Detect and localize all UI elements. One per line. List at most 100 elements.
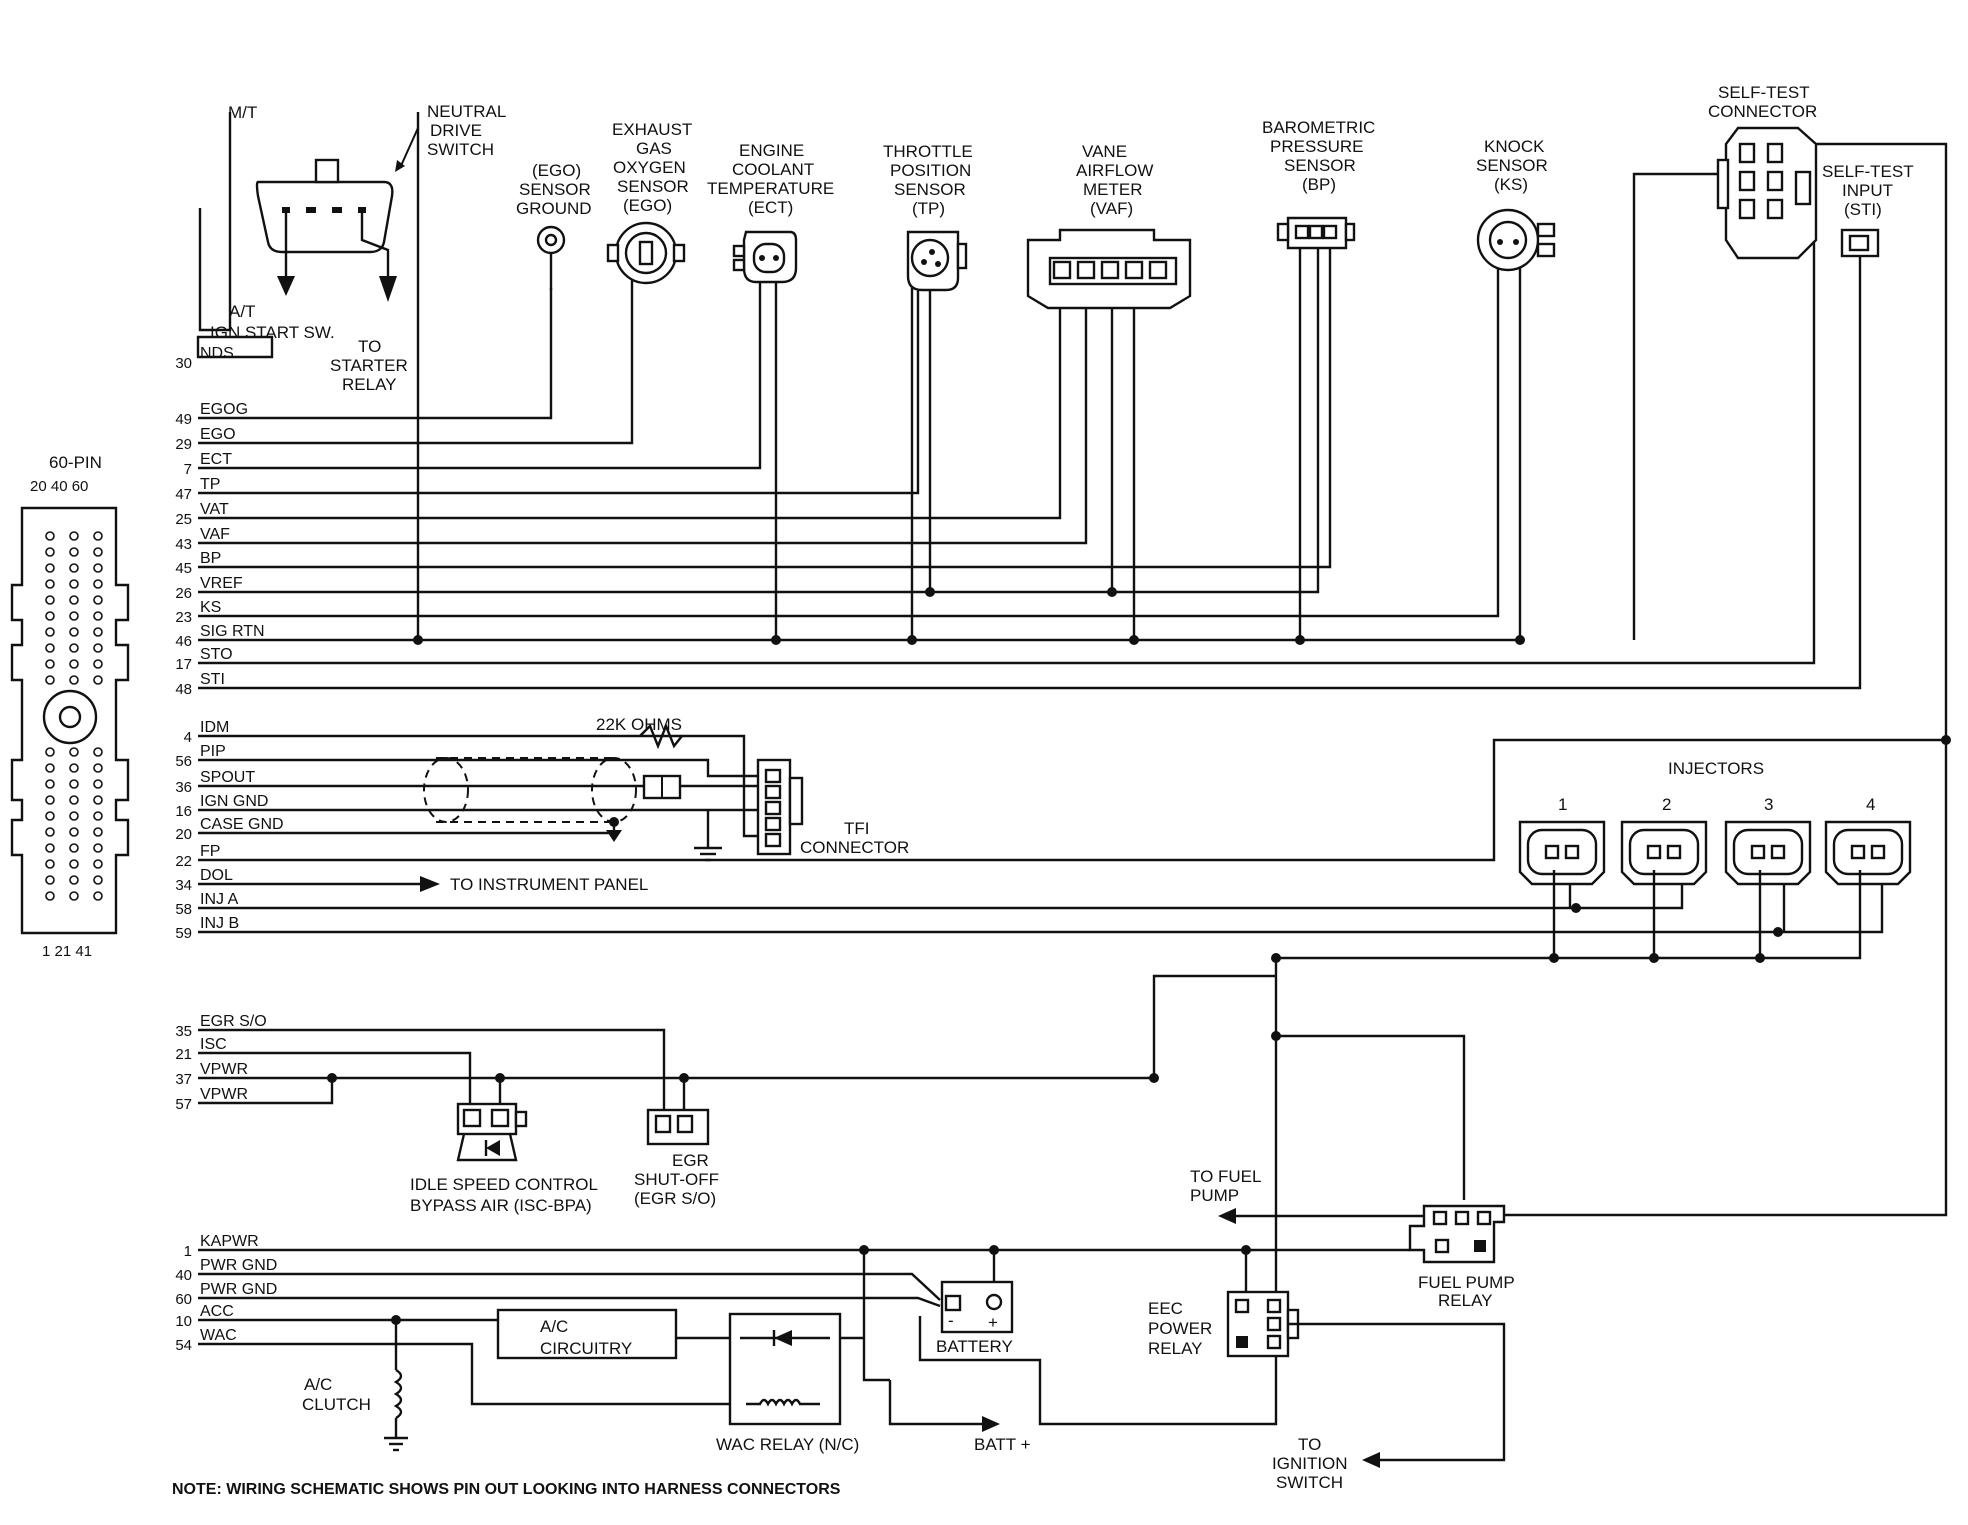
ecm-pin-hole <box>69 763 79 773</box>
ego-label-5: (EGO) <box>623 196 672 215</box>
to-ignition-label-3: SWITCH <box>1276 1473 1343 1492</box>
ecm-pin-hole <box>45 875 55 885</box>
pin-signal-name: VPWR <box>200 1061 248 1078</box>
ego-label-2: GAS <box>636 139 672 158</box>
ecm-pin-hole <box>69 875 79 885</box>
pin-number: 20 <box>175 826 192 843</box>
ecm-pin-rows: 30NDS49EGOG29EGO7ECT47TP25VAT43VAF45BP26… <box>175 345 283 1354</box>
ecm-pin-hole <box>93 843 103 853</box>
at-label-2: IGN START SW. <box>210 323 335 342</box>
injectors: INJECTORS 1 2 3 4 <box>1271 759 1912 963</box>
vaf-label-3: METER <box>1083 180 1143 199</box>
sig-rtn-wire <box>198 262 1522 642</box>
ecm-connector-body <box>10 506 130 935</box>
pin-signal-name: FP <box>200 843 220 860</box>
eec-relay-ground <box>918 1316 1278 1426</box>
fuel-relay-feed <box>1276 1034 1466 1200</box>
injector-terminal <box>1544 844 1560 860</box>
ecm-pin-hole <box>69 547 79 557</box>
sti-label-1: SELF-TEST <box>1822 162 1914 181</box>
pin-signal-name: SPOUT <box>200 769 255 786</box>
batt-plus-label: BATT + <box>974 1435 1031 1454</box>
ecm-top-pin-numbers: 20 40 60 <box>30 478 88 495</box>
ac-clutch-coil <box>393 1368 403 1420</box>
fp-wire <box>198 738 1946 862</box>
injector-1-label: 1 <box>1558 795 1567 814</box>
ecm-pin-hole <box>69 859 79 869</box>
ecm-pin-hole <box>45 891 55 901</box>
eec-relay-label-2: POWER <box>1148 1319 1212 1338</box>
ecm-pin-hole <box>93 579 103 589</box>
self-test-connector: SELF-TEST CONNECTOR SELF-TEST INPUT (STI… <box>1708 83 1914 260</box>
pin-number: 29 <box>175 436 192 453</box>
pin-signal-name: INJ B <box>200 915 239 932</box>
pin-number: 43 <box>175 536 192 553</box>
pin-number: 58 <box>175 901 192 918</box>
ecm-pin-hole <box>93 827 103 837</box>
power-wiring: - + BATTERY BATT + A/C CIRCUITRY A/C CLU… <box>198 958 1466 1454</box>
ecm-pin-hole <box>93 611 103 621</box>
starter-label-1: TO <box>358 337 381 356</box>
vat-wire <box>198 308 1062 520</box>
pin-number: 37 <box>175 1071 192 1088</box>
ecm-pin-hole <box>93 627 103 637</box>
tp-label-3: SENSOR <box>894 180 966 199</box>
injector-terminal <box>1850 844 1866 860</box>
sti-wire <box>198 250 1862 690</box>
pin-signal-name: PWR GND <box>200 1281 277 1298</box>
ecm-pin-hole <box>93 891 103 901</box>
to-ignition-wire <box>1288 1322 1506 1462</box>
ecm-pin-hole <box>45 859 55 869</box>
ecm-pin-hole <box>69 611 79 621</box>
bp-wire <box>198 248 1332 569</box>
ect-label-1: ENGINE <box>739 141 804 160</box>
pin-signal-name: KAPWR <box>200 1233 259 1250</box>
ecm-pin-hole <box>45 811 55 821</box>
pin-signal-name: SIG RTN <box>200 623 265 640</box>
ego-wire <box>198 275 634 445</box>
ac-clutch-label-1: A/C <box>304 1375 332 1394</box>
ac-circuitry <box>496 1308 678 1360</box>
sti-label-2: INPUT <box>1842 181 1893 200</box>
ecm-pin-holes <box>45 531 103 901</box>
pin-signal-name: INJ A <box>200 891 239 908</box>
ect-wire <box>198 282 762 470</box>
tp-label-2: POSITION <box>890 161 971 180</box>
injector-terminal <box>1750 844 1766 860</box>
eec-relay-label-3: RELAY <box>1148 1339 1203 1358</box>
pin-number: 25 <box>175 511 192 528</box>
pin-number: 22 <box>175 853 192 870</box>
vaf-meter: VANE AIRFLOW METER (VAF) <box>1026 142 1192 310</box>
ks-label-1: KNOCK <box>1484 137 1545 156</box>
pin-signal-name: NDS <box>200 345 234 362</box>
ecm-pin-hole <box>45 659 55 669</box>
ecm-pin-hole <box>69 795 79 805</box>
ecm-pin-hole <box>69 779 79 789</box>
resistor-label: 22K OHMS <box>596 715 682 734</box>
ecm-pin-hole <box>45 843 55 853</box>
ego-label-3: OXYGEN <box>613 158 686 177</box>
sig-rtn-stc-branch <box>1632 172 1720 640</box>
ego-label-1: EXHAUST <box>612 120 692 139</box>
ac-clutch-label-2: CLUTCH <box>302 1395 371 1414</box>
batt-plus-wire <box>888 1380 984 1426</box>
pin-number: 17 <box>175 656 192 673</box>
sto-wire <box>198 190 1816 665</box>
battery-label: BATTERY <box>936 1337 1013 1356</box>
pin-number: 1 <box>184 1243 192 1260</box>
ecm-pin-hole <box>45 579 55 589</box>
wac-relay-body <box>728 1312 842 1426</box>
ecm-center-bolt <box>58 705 82 729</box>
ecm-pin-hole <box>45 795 55 805</box>
ect-sensor: ENGINE COOLANT TEMPERATURE (ECT) <box>707 141 834 284</box>
egog-wire <box>198 288 553 420</box>
ecm-pin-hole <box>45 675 55 685</box>
wac-relay-label: WAC RELAY (N/C) <box>716 1435 859 1454</box>
pin-number: 40 <box>175 1267 192 1284</box>
vaf-label-1: VANE <box>1082 142 1127 161</box>
pin-number: 35 <box>175 1023 192 1040</box>
ecm-center-bolt-ring <box>42 689 98 745</box>
egog-label-2: SENSOR <box>519 180 591 199</box>
ks-wire <box>198 262 1500 618</box>
